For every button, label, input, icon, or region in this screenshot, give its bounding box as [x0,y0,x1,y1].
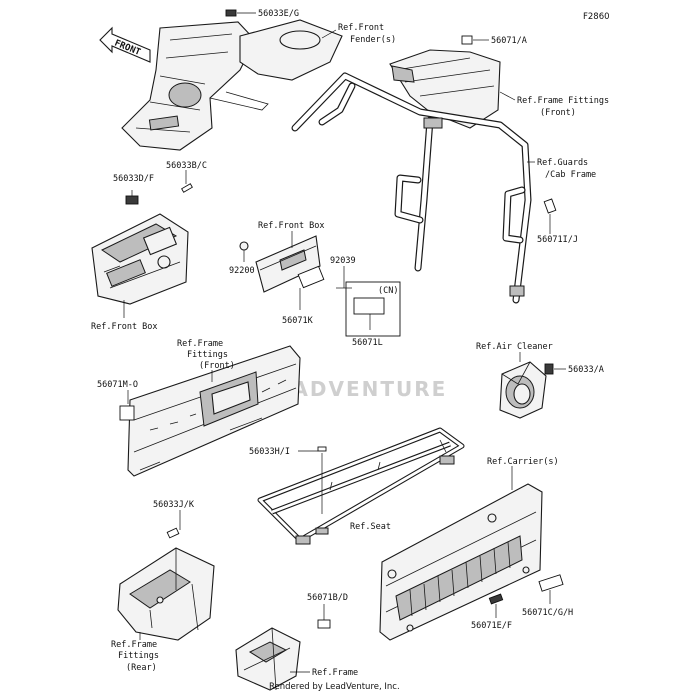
ref-frame-bottom: Ref.Frame [312,668,358,678]
decal-56071EF [488,593,504,605]
decal-56071CGH [538,574,564,592]
bed-panel [127,345,301,477]
decal-56071MO [119,405,135,421]
front-box-lid [239,235,321,293]
label-56071K: 56071K [282,316,314,326]
label-92039: 92039 [330,256,356,266]
ref-frame-fittings-mid-line3: (Front) [199,361,235,371]
label-56033JK: 56033J/K [153,500,195,510]
ref-front-box-top: Ref.Front Box [258,221,325,231]
ref-front-fender-line1: Ref.Front [338,23,384,33]
ref-guards-line1: Ref.Guards [537,158,588,168]
decal-56033BC [181,183,193,193]
ref-frame-fittings-mid-line1: Ref.Frame [177,339,223,349]
label-56071MO: 56071M-O [97,380,138,390]
decal-56071L [353,297,385,315]
decal-56071A [461,35,473,45]
decal-56071K [297,265,325,289]
seat-frame [257,427,465,545]
decal-56033EG [225,9,237,17]
ref-frame-rear-line2: Fittings [118,651,159,661]
label-56071IJ: 56071I/J [537,235,578,245]
ref-frame-rear-line1: Ref.Frame [111,640,157,650]
decal-56033HI [317,446,327,452]
cn-tag: (CN) [378,286,398,296]
ref-guards-line2: /Cab Frame [545,170,596,180]
ref-frame-fittings-front-line2: (Front) [540,108,576,118]
label-56033HI: 56033H/I [249,447,290,457]
carrier-bed [379,483,543,641]
ref-frame-rear-line3: (Rear) [126,663,157,673]
rear-frame-fittings [117,547,215,641]
label-56033A: 56033/A [568,365,604,375]
decal-56033JK [166,527,180,539]
decal-56033DF [125,195,139,205]
figure-code: F2860 [583,12,610,22]
ref-air-cleaner: Ref.Air Cleaner [476,342,553,352]
label-92200: 92200 [229,266,255,276]
render-credit: Rendered by LeadVenture, Inc. [269,682,400,692]
decal-56071IJ [543,198,557,214]
ref-frame-fittings-front-line1: Ref.Frame Fittings [517,96,609,106]
ref-carrier: Ref.Carrier(s) [487,457,559,467]
ref-seat: Ref.Seat [350,522,391,532]
ref-front-fender-line2: Fender(s) [350,35,396,45]
decal-56033A [544,363,554,375]
front-arrow: FRONT [99,26,151,63]
decal-56071BD [317,619,331,629]
front-box-dash [91,213,189,305]
cab-frame [291,49,532,304]
label-56071L: 56071L [352,338,383,348]
label-56071EF: 56071E/F [471,621,512,631]
frame-bracket [235,627,301,691]
front-fender-assembly [121,19,343,151]
label-56033EG: 56033E/G [258,9,299,19]
label-56033DF: 56033D/F [113,174,154,184]
label-56071BD: 56071B/D [307,593,348,603]
cn-detail-box: (CN) 56071L [345,281,401,348]
label-56071CGH: 56071C/G/H [522,608,573,618]
label-56033BC: 56033B/C [166,161,207,171]
air-cleaner [499,361,547,419]
ref-frame-fittings-mid-line2: Fittings [187,350,228,360]
label-56071A: 56071/A [491,36,527,46]
ref-front-box-left: Ref.Front Box [91,322,158,332]
